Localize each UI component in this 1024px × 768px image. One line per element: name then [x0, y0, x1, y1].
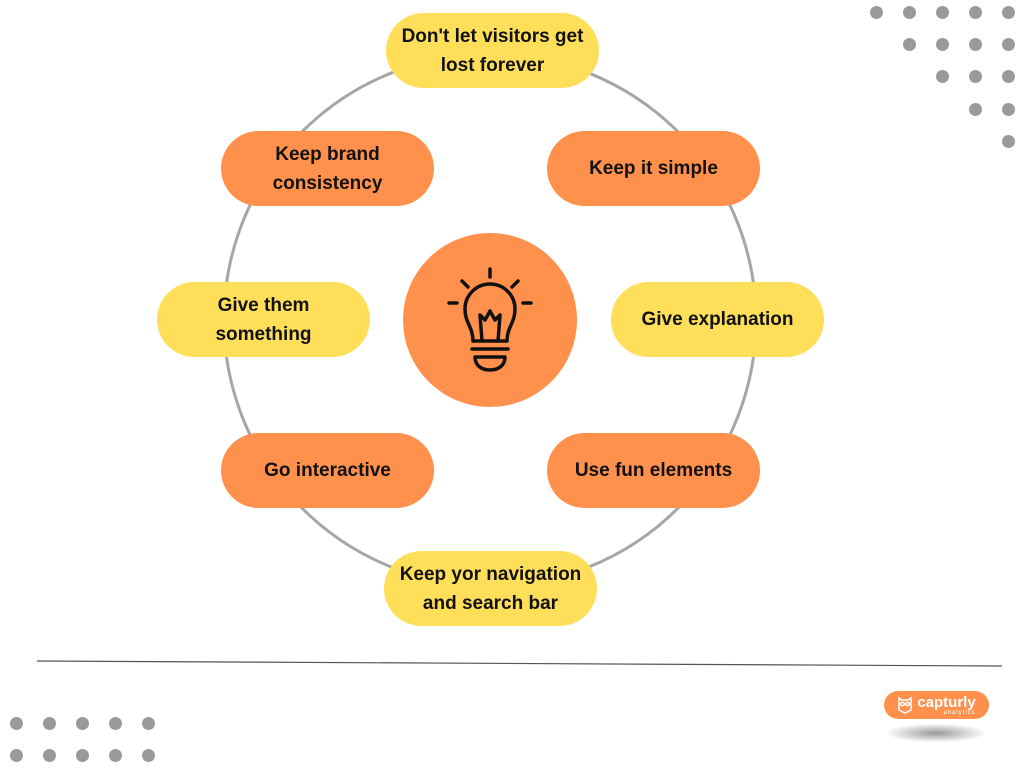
decorative-dot: [1002, 70, 1015, 83]
decorative-dot: [43, 749, 56, 762]
tip-label: Give explanation: [641, 309, 794, 330]
center-circle: [403, 233, 577, 407]
decorative-dot: [10, 717, 23, 730]
tip-label: Keep it simple: [589, 158, 718, 179]
tip-pill: Keep yor navigation and search bar: [384, 551, 597, 626]
tip-label: Give them something: [215, 294, 312, 345]
tip-pill: Keep it simple: [547, 131, 760, 206]
decorative-dot: [903, 6, 916, 19]
tip-pill: Don't let visitors get lost forever: [386, 13, 599, 88]
decorative-dot: [870, 6, 883, 19]
decorative-dot: [936, 38, 949, 51]
decorative-dot: [43, 717, 56, 730]
decorative-dot: [76, 749, 89, 762]
decorative-dot: [109, 749, 122, 762]
decorative-dot: [10, 749, 23, 762]
decorative-dot: [142, 717, 155, 730]
decorative-dot: [142, 749, 155, 762]
decorative-dot: [1002, 135, 1015, 148]
decorative-dot: [936, 6, 949, 19]
logo-name: capturly: [917, 693, 976, 711]
tip-pill: Give explanation: [611, 282, 824, 357]
tip-label: Keep yor navigation and search bar: [399, 563, 582, 614]
decorative-dot: [1002, 6, 1015, 19]
lightbulb-icon: [447, 267, 533, 372]
decorative-dot: [936, 70, 949, 83]
logo-shadow: [888, 724, 984, 742]
decorative-dot: [969, 103, 982, 116]
tip-pill: Use fun elements: [547, 433, 760, 508]
owl-icon: [898, 696, 913, 714]
tip-label: Keep brand consistency: [272, 143, 383, 194]
tip-label: Go interactive: [264, 460, 391, 481]
decorative-dot: [1002, 38, 1015, 51]
decorative-dot: [969, 6, 982, 19]
decorative-dot: [903, 38, 916, 51]
decorative-dot: [109, 717, 122, 730]
capturly-logo: capturly analytics: [884, 691, 989, 719]
divider-line: [36, 660, 1003, 667]
tip-pill: Keep brand consistency: [221, 131, 434, 206]
decorative-dot: [76, 717, 89, 730]
decorative-dot: [1002, 103, 1015, 116]
tip-label: Don't let visitors get lost forever: [401, 25, 584, 76]
tip-label: Use fun elements: [574, 460, 733, 481]
tip-pill: Give them something: [157, 282, 370, 357]
logo-sub: analytics: [943, 709, 976, 716]
decorative-dot: [969, 70, 982, 83]
decorative-dot: [969, 38, 982, 51]
tip-pill: Go interactive: [221, 433, 434, 508]
